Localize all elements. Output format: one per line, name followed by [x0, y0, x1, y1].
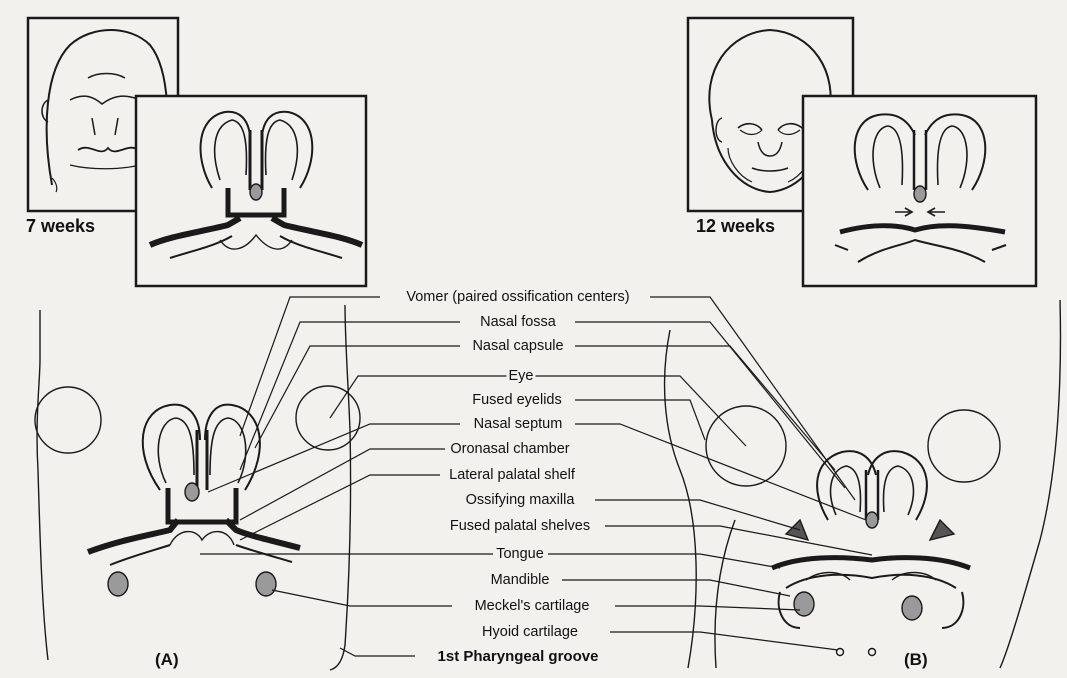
- section-inset-12-weeks: [803, 96, 1036, 286]
- eye-right-a: [296, 386, 360, 450]
- label-lateral-palatal-shelf: Lateral palatal shelf: [447, 467, 577, 483]
- eye-left-a: [35, 387, 101, 453]
- label-meckels-cartilage: Meckel's cartilage: [473, 598, 592, 614]
- label-vomer: Vomer (paired ossification centers): [404, 289, 631, 305]
- section-inset-7-weeks: [136, 96, 366, 286]
- label-ossifying-maxilla: Ossifying maxilla: [464, 492, 577, 508]
- panel-a-section: [35, 305, 360, 670]
- label-1st-pharyngeal-groove: 1st Pharyngeal groove: [436, 649, 601, 665]
- panel-b-section: [665, 300, 1061, 668]
- label-nasal-fossa: Nasal fossa: [478, 314, 558, 330]
- label-tongue: Tongue: [494, 546, 546, 562]
- label-eye: Eye: [507, 368, 536, 384]
- label-fused-palatal-shelves: Fused palatal shelves: [448, 518, 592, 534]
- label-oronasal-chamber: Oronasal chamber: [448, 441, 571, 457]
- label-mandible: Mandible: [489, 572, 552, 588]
- label-hyoid-cartilage: Hyoid cartilage: [480, 624, 580, 640]
- label-nasal-septum: Nasal septum: [472, 416, 565, 432]
- label-nasal-capsule: Nasal capsule: [470, 338, 565, 354]
- age-label-7-weeks: 7 weeks: [26, 216, 95, 237]
- age-label-12-weeks: 12 weeks: [696, 216, 775, 237]
- label-fused-eyelids: Fused eyelids: [470, 392, 563, 408]
- panel-tag-b: (B): [904, 650, 928, 670]
- panel-tag-a: (A): [155, 650, 179, 670]
- eye-right-b: [928, 410, 1000, 482]
